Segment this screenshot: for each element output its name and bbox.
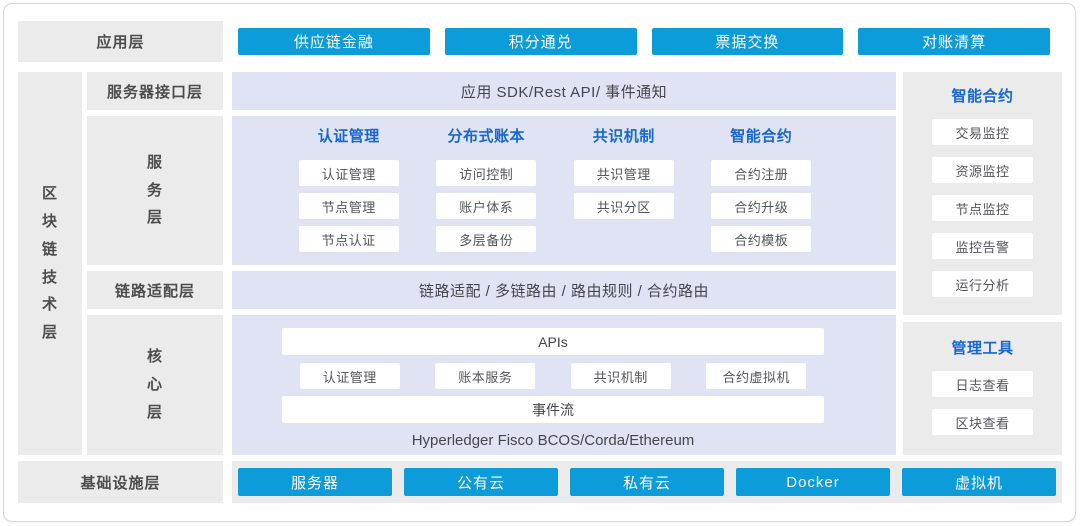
interface-layer-content: 应用 SDK/Rest API/ 事件通知 bbox=[232, 72, 896, 110]
service-item: 共识分区 bbox=[573, 193, 674, 219]
service-column-consensus: 共识机制 共识管理 共识分区 bbox=[555, 126, 693, 259]
adapter-layer-label-box: 链路适配层 bbox=[87, 271, 223, 309]
interface-layer-label: 服务器接口层 bbox=[106, 83, 203, 101]
layer-label-column: 服务器接口层 服务层 链路适配层 核心层 bbox=[87, 72, 223, 455]
management-tools-panel-header: 管理工具 bbox=[951, 340, 1014, 357]
core-module: 共识机制 bbox=[570, 363, 671, 389]
service-column-contract: 智能合约 合约注册 合约升级 合约模板 bbox=[693, 126, 831, 259]
service-column-auth-header: 认证管理 bbox=[317, 128, 380, 145]
infra-layer-label-box: 基础设施层 bbox=[18, 461, 223, 503]
panel-item: 资源监控 bbox=[932, 157, 1033, 183]
panel-item: 运行分析 bbox=[932, 271, 1033, 297]
service-item: 节点管理 bbox=[298, 193, 399, 219]
adapter-layer-label: 链路适配层 bbox=[114, 282, 195, 300]
smart-contract-panel-header: 智能合约 bbox=[951, 88, 1014, 105]
service-item: 多层备份 bbox=[436, 226, 537, 252]
side-panels-column: 智能合约 交易监控 资源监控 节点监控 监控告警 运行分析 管理工具 日志查看 … bbox=[903, 72, 1062, 455]
core-module: 合约虚拟机 bbox=[706, 363, 807, 389]
service-column-ledger-header: 分布式账本 bbox=[447, 128, 525, 145]
panel-item: 节点监控 bbox=[932, 195, 1033, 221]
service-item: 访问控制 bbox=[436, 160, 537, 186]
core-module: 认证管理 bbox=[299, 363, 400, 389]
interface-layer-label-box: 服务器接口层 bbox=[87, 72, 223, 110]
panel-item: 监控告警 bbox=[932, 233, 1033, 259]
service-layer-label-box: 服务层 bbox=[87, 116, 223, 265]
service-layer-content: 认证管理 认证管理 节点管理 节点认证 分布式账本 访问控制 账户体系 多层备份… bbox=[232, 116, 896, 265]
service-column-auth: 认证管理 认证管理 节点管理 节点认证 bbox=[280, 126, 418, 259]
apis-bar: APIs bbox=[282, 328, 824, 355]
blockchain-architecture-diagram: 应用层 供应链金融 积分通兑 票据交换 对账清算 区块链技术层 服务器接口层 服… bbox=[3, 3, 1076, 522]
core-modules: 认证管理 账本服务 共识机制 合约虚拟机 bbox=[282, 363, 824, 389]
adapter-layer-content: 链路适配 / 多链路由 / 路由规则 / 合约路由 bbox=[232, 271, 896, 309]
panel-item: 区块查看 bbox=[932, 409, 1033, 435]
service-item: 合约注册 bbox=[711, 160, 812, 186]
management-tools-panel: 管理工具 日志查看 区块查看 bbox=[903, 322, 1062, 455]
infra-button-public-cloud[interactable]: 公有云 bbox=[404, 468, 558, 496]
app-button-supply-chain-finance[interactable]: 供应链金融 bbox=[238, 28, 430, 55]
app-layer-label-box: 应用层 bbox=[18, 21, 223, 62]
platforms-text: Hyperledger Fisco BCOS/Corda/Ethereum bbox=[411, 432, 695, 449]
app-button-points-exchange[interactable]: 积分通兑 bbox=[444, 28, 637, 55]
service-item: 合约模板 bbox=[711, 226, 812, 252]
app-button-reconciliation[interactable]: 对账清算 bbox=[858, 28, 1050, 55]
infra-layer-label: 基础设施层 bbox=[80, 474, 161, 492]
service-layer-label: 服务层 bbox=[146, 153, 163, 227]
infra-button-server[interactable]: 服务器 bbox=[238, 468, 392, 496]
sdk-api-text: 应用 SDK/Rest API/ 事件通知 bbox=[460, 83, 668, 101]
core-module: 账本服务 bbox=[435, 363, 536, 389]
service-column-ledger: 分布式账本 访问控制 账户体系 多层备份 bbox=[418, 126, 556, 259]
event-stream-bar: 事件流 bbox=[282, 396, 824, 423]
infra-layer-buttons: 服务器 公有云 私有云 Docker 虚拟机 bbox=[232, 461, 1062, 503]
adapter-routing-text: 链路适配 / 多链路由 / 路由规则 / 合约路由 bbox=[418, 282, 709, 300]
service-columns: 认证管理 认证管理 节点管理 节点认证 分布式账本 访问控制 账户体系 多层备份… bbox=[280, 126, 830, 259]
app-layer-buttons: 供应链金融 积分通兑 票据交换 对账清算 bbox=[238, 21, 1050, 62]
smart-contract-panel: 智能合约 交易监控 资源监控 节点监控 监控告警 运行分析 bbox=[903, 72, 1062, 315]
service-item: 账户体系 bbox=[436, 193, 537, 219]
infra-button-vm[interactable]: 虚拟机 bbox=[902, 468, 1056, 496]
panel-item: 日志查看 bbox=[932, 371, 1033, 397]
app-button-bill-exchange[interactable]: 票据交换 bbox=[651, 28, 844, 55]
service-item: 合约升级 bbox=[711, 193, 812, 219]
core-layer-label-box: 核心层 bbox=[87, 315, 223, 455]
tech-layer-label: 区块链技术层 bbox=[41, 185, 58, 341]
app-layer-label: 应用层 bbox=[96, 34, 145, 51]
infra-button-docker[interactable]: Docker bbox=[736, 468, 890, 496]
service-item: 共识管理 bbox=[573, 160, 674, 186]
core-layer-content: APIs 认证管理 账本服务 共识机制 合约虚拟机 事件流 Hyperledge… bbox=[232, 315, 896, 455]
tech-layer-strip: 区块链技术层 bbox=[18, 72, 82, 455]
infra-button-private-cloud[interactable]: 私有云 bbox=[570, 468, 724, 496]
service-item: 节点认证 bbox=[298, 226, 399, 252]
service-item: 认证管理 bbox=[298, 160, 399, 186]
panel-item: 交易监控 bbox=[932, 119, 1033, 145]
content-column: 应用 SDK/Rest API/ 事件通知 认证管理 认证管理 节点管理 节点认… bbox=[232, 72, 896, 455]
core-layer-label: 核心层 bbox=[146, 348, 163, 421]
service-column-consensus-header: 共识机制 bbox=[592, 128, 655, 145]
service-column-contract-header: 智能合约 bbox=[730, 128, 793, 145]
